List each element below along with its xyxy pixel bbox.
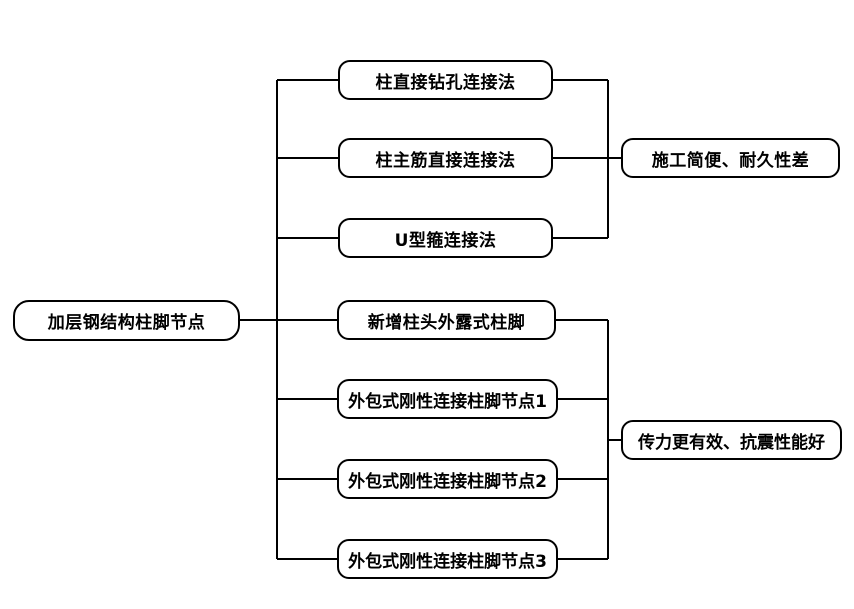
method-node-3[interactable]: U型箍连接法 (338, 218, 553, 258)
method-node-6-label: 外包式刚性连接柱脚节点2 (348, 471, 547, 492)
root-node[interactable]: 加层钢结构柱脚节点 (13, 300, 240, 341)
root-node-label: 加层钢结构柱脚节点 (47, 313, 206, 333)
method-node-1-label: 柱直接钻孔连接法 (375, 72, 516, 93)
method-node-2-label: 柱主筋直接连接法 (375, 150, 516, 171)
outcome-node-2[interactable]: 传力更有效、抗震性能好 (621, 420, 842, 460)
method-node-7-label: 外包式刚性连接柱脚节点3 (348, 551, 547, 572)
outcome-node-1-label: 施工简便、耐久性差 (651, 150, 810, 171)
method-node-1[interactable]: 柱直接钻孔连接法 (338, 60, 553, 100)
method-node-2[interactable]: 柱主筋直接连接法 (338, 138, 553, 178)
method-node-3-label: U型箍连接法 (394, 230, 497, 251)
method-node-5-label: 外包式刚性连接柱脚节点1 (348, 391, 547, 412)
method-node-5[interactable]: 外包式刚性连接柱脚节点1 (337, 379, 558, 419)
method-node-4[interactable]: 新增柱头外露式柱脚 (337, 300, 556, 340)
outcome-node-1[interactable]: 施工简便、耐久性差 (621, 138, 840, 178)
method-node-6[interactable]: 外包式刚性连接柱脚节点2 (337, 459, 558, 499)
method-node-7[interactable]: 外包式刚性连接柱脚节点3 (337, 539, 558, 579)
outcome-node-2-label: 传力更有效、抗震性能好 (638, 432, 825, 453)
method-node-4-label: 新增柱头外露式柱脚 (367, 312, 526, 333)
